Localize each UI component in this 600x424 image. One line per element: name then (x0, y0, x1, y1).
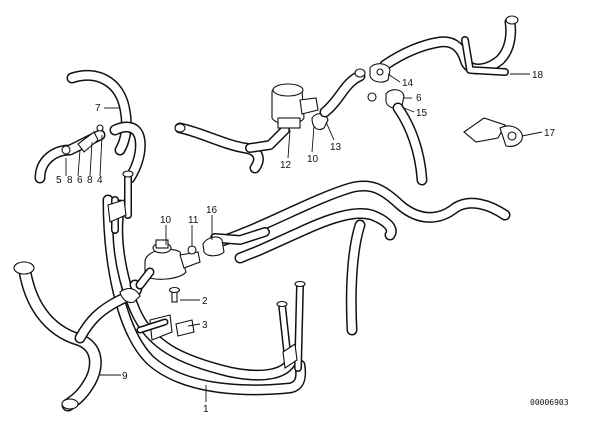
callout-16: 16 (206, 205, 218, 216)
callout-3: 3 (202, 320, 208, 331)
upper-return-hose (204, 180, 511, 336)
callout-18: 18 (532, 70, 544, 81)
callout-13: 13 (330, 142, 342, 153)
callout-5: 5 (56, 175, 62, 186)
callout-12: 12 (280, 160, 292, 171)
callout-9: 9 (122, 371, 128, 382)
connector-16 (202, 236, 225, 257)
callout-10-lower: 10 (160, 215, 172, 226)
callout-8-second: 8 (87, 175, 93, 186)
diagram-reference-number: 00006903 (530, 398, 569, 407)
connector-14-assembly (354, 63, 428, 186)
hose-18 (379, 15, 519, 76)
riser-pipes (276, 280, 306, 372)
hose-7 (66, 69, 146, 184)
callout-1: 1 (203, 404, 209, 415)
auxiliary-valve-upper (174, 70, 366, 174)
callout-15: 15 (416, 108, 428, 119)
callout-7: 7 (95, 103, 101, 114)
main-hose-1 (102, 194, 307, 396)
callout-4: 4 (97, 175, 103, 186)
callout-11: 11 (188, 215, 199, 226)
center-pipes (107, 170, 134, 234)
callout-2: 2 (202, 296, 208, 307)
hose-9 (13, 261, 143, 412)
callout-17: 17 (544, 128, 556, 139)
bracket-3 (136, 314, 195, 341)
hose-5-assembly (34, 124, 106, 184)
leader-lines (65, 73, 543, 402)
callout-labels: 7 5 8 6 8 4 9 10 11 16 2 3 1 12 10 13 14… (56, 70, 556, 415)
callout-6-left: 6 (77, 175, 83, 186)
bracket-17 (463, 117, 523, 147)
callout-8-left: 8 (67, 175, 73, 186)
bolt-2 (168, 286, 181, 303)
valve-10-lower (119, 239, 201, 304)
callout-6-right: 6 (416, 93, 422, 104)
callout-10-upper: 10 (307, 154, 319, 165)
callout-14: 14 (402, 78, 414, 89)
